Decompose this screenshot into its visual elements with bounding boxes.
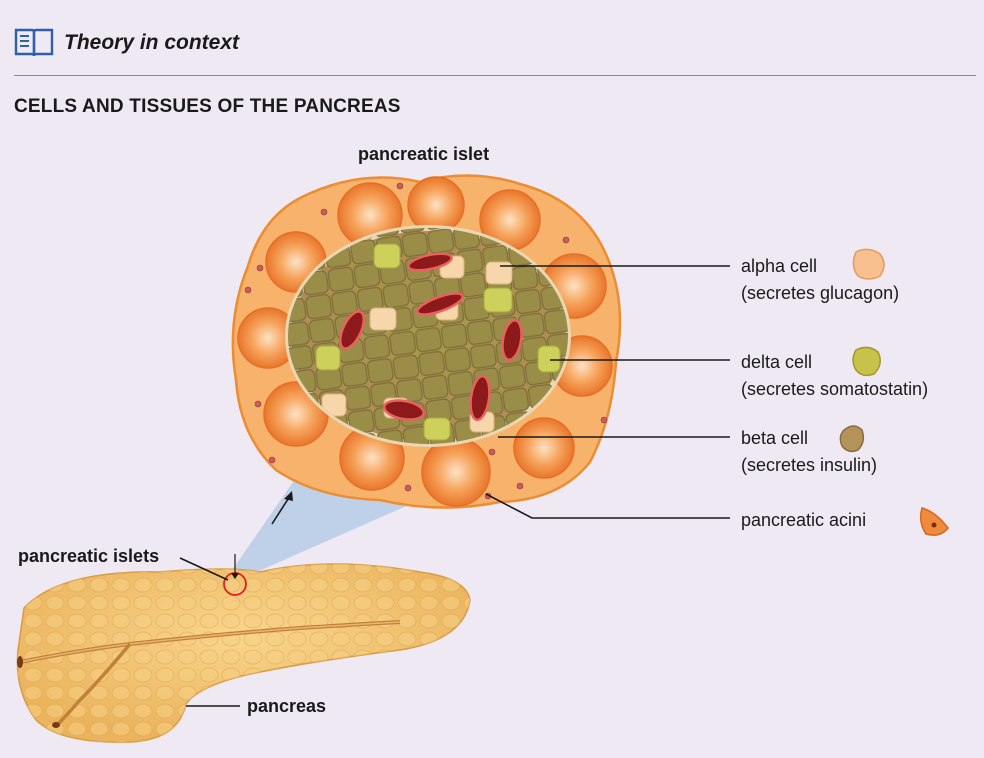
acini-leader — [485, 493, 730, 519]
zoom-arrow-head — [284, 491, 293, 501]
label-pancreatic-islets: pancreatic islets — [18, 546, 160, 566]
label-alpha-cell: alpha cell — [741, 256, 818, 276]
section-title: CELLS AND TISSUES OF THE PANCREAS — [14, 96, 401, 117]
zoom-arrow — [271, 495, 291, 525]
acini-swatch — [919, 507, 949, 536]
beta-cell-swatch — [839, 425, 865, 453]
header: Theory in context — [0, 0, 984, 78]
islets-leader — [179, 557, 229, 581]
islet-cross-section — [231, 174, 622, 509]
page-title: Theory in context — [64, 31, 240, 54]
label-delta-desc: (secretes somatostatin) — [741, 379, 929, 399]
pancreas-organ — [16, 563, 471, 743]
label-pancreatic-islet: pancreatic islet — [358, 144, 490, 164]
book-icon — [14, 28, 54, 57]
delta-cell-swatch — [852, 346, 881, 377]
label-beta-cell: beta cell — [741, 428, 809, 448]
label-alpha-desc: (secretes glucagon) — [741, 283, 900, 303]
header-divider — [14, 75, 976, 76]
label-beta-desc: (secretes insulin) — [741, 455, 878, 475]
alpha-cell-swatch — [852, 248, 885, 280]
label-delta-cell: delta cell — [741, 352, 813, 372]
label-pancreas: pancreas — [247, 696, 327, 716]
label-pancreatic-acini: pancreatic acini — [741, 510, 867, 530]
